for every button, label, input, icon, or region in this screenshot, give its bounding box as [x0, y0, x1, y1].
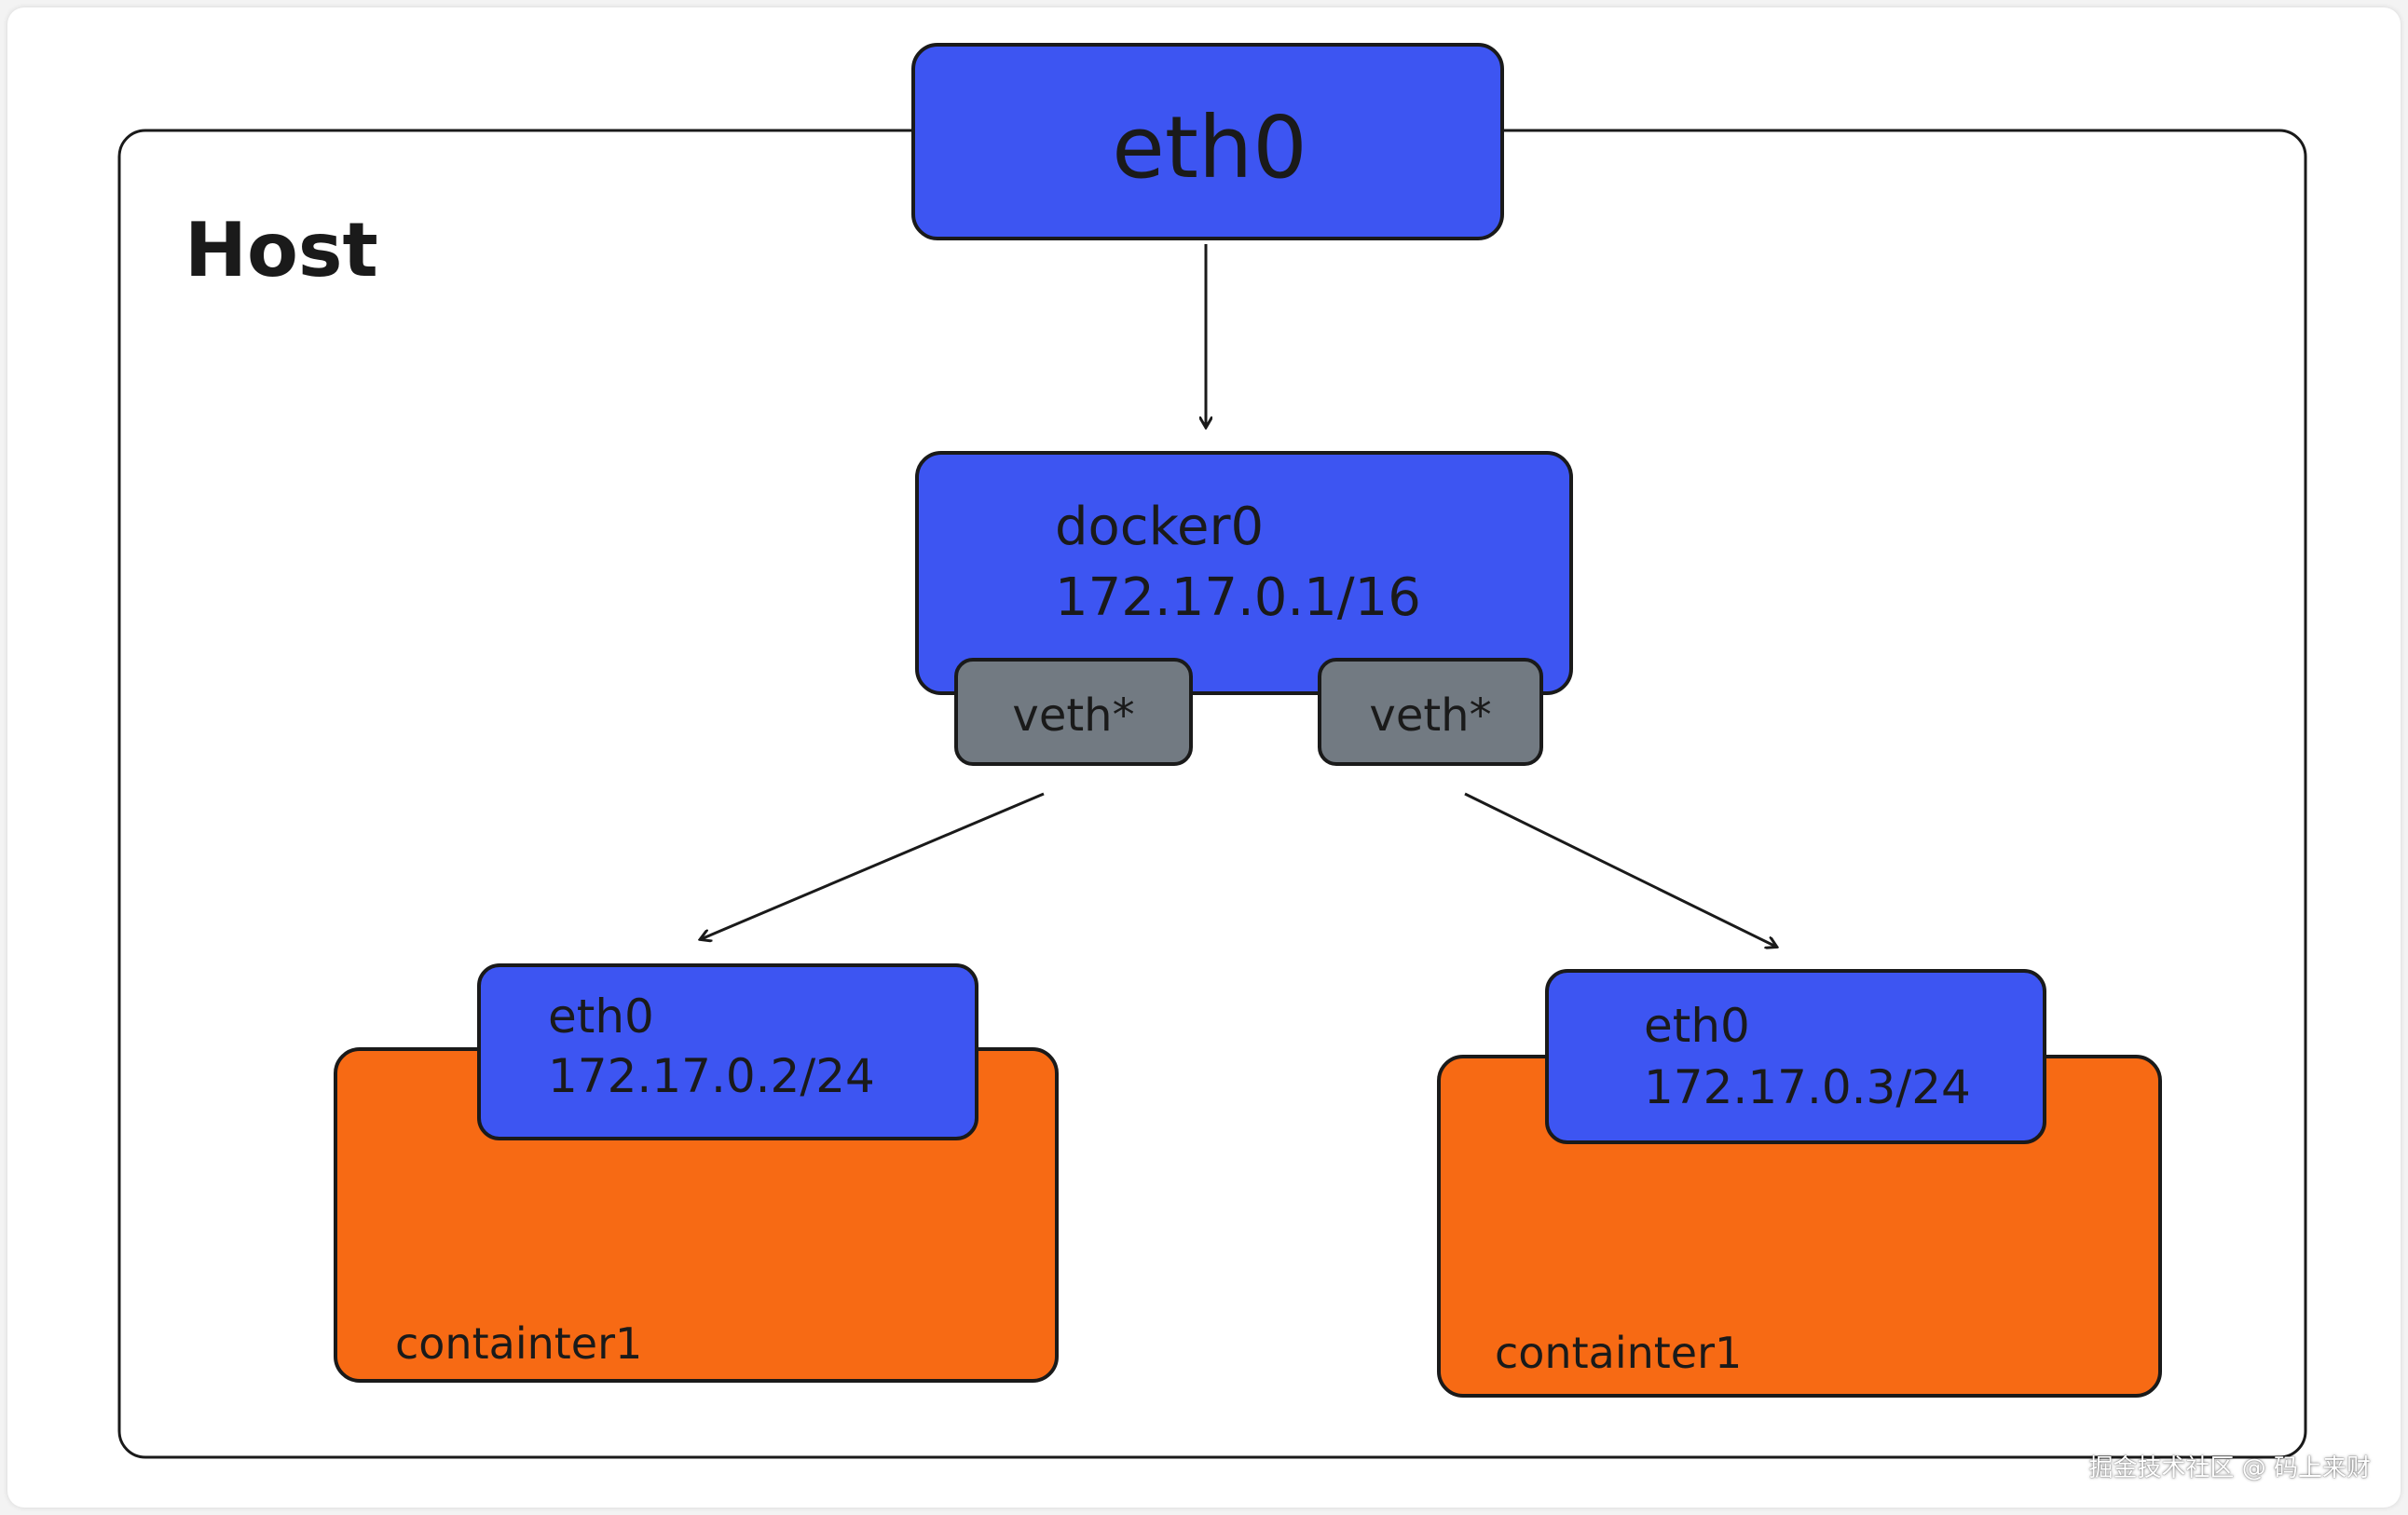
- veth-left-box: [954, 658, 1193, 766]
- docker0-ip: 172.17.0.1/16: [1055, 567, 1421, 628]
- external-eth0-box: [911, 43, 1504, 240]
- veth-right-box: [1318, 658, 1543, 766]
- container-left-name: containter1: [395, 1318, 642, 1369]
- container-right-eth0-label: eth0: [1644, 999, 1750, 1053]
- container-left-ip: 172.17.0.2/24: [548, 1049, 875, 1103]
- veth-right-label: veth*: [1369, 689, 1491, 742]
- container-left-eth0-box: [477, 963, 978, 1140]
- watermark-text: 掘金技术社区 @ 码上来财: [2088, 1454, 2371, 1482]
- external-eth0-label: eth0: [1112, 98, 1307, 198]
- arrow-veth-to-container-right: [1464, 792, 1776, 947]
- container-right-eth0-box: [1545, 969, 2046, 1144]
- container-right-ip: 172.17.0.3/24: [1644, 1060, 1971, 1114]
- container-left-eth0-label: eth0: [548, 990, 654, 1044]
- container-right-name: containter1: [1495, 1328, 1742, 1378]
- docker0-name: docker0: [1055, 497, 1264, 557]
- veth-left-label: veth*: [1012, 689, 1134, 742]
- arrow-veth-to-container-left: [701, 792, 1045, 939]
- docker0-bridge-box: [915, 451, 1573, 695]
- host-label: Host: [185, 207, 378, 293]
